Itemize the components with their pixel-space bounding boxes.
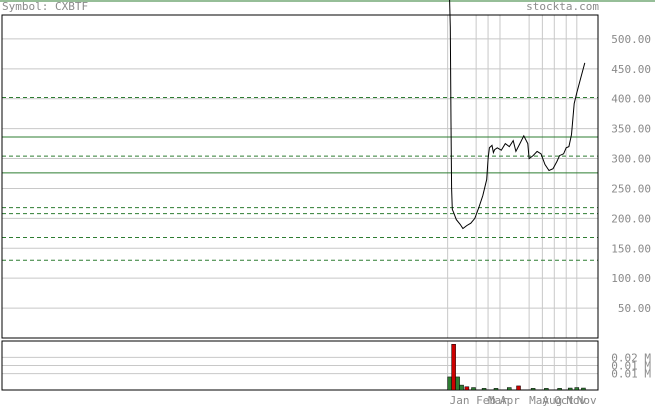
- volume-bar-2: [455, 376, 460, 391]
- price-tick-label-1: 100.00: [611, 272, 651, 285]
- price-line: [449, 0, 586, 230]
- volume-bar-4: [464, 386, 470, 391]
- volume-bar-8: [507, 387, 512, 391]
- x-tick-label-2: Mar: [488, 394, 508, 406]
- volume-bar-9: [516, 385, 521, 391]
- volume-y-axis: 0.02 M0.01 M0.01 M: [611, 351, 651, 380]
- volume-bar-12: [557, 388, 562, 391]
- volume-tick-label-1: 0.01 M: [611, 360, 651, 373]
- x-tick-label-7: Nov: [566, 394, 586, 406]
- volume-bar-6: [481, 388, 487, 391]
- x-tick-label-5: Aug: [542, 394, 562, 406]
- price-tick-label-0: 50.00: [618, 302, 651, 315]
- price-tick-label-7: 400.00: [611, 93, 651, 106]
- volume-bar-13: [567, 387, 573, 391]
- price-frame: [0, 0, 655, 339]
- x-tick-label-1: Feb: [476, 394, 496, 406]
- price-tick-label-3: 200.00: [611, 212, 651, 225]
- volume-bar-1: [451, 344, 456, 391]
- site-watermark: stockta.com: [526, 0, 599, 13]
- support-resistance-lines: [2, 97, 598, 261]
- x-tick-label-0: Jan: [450, 394, 470, 406]
- volume-frame: [1, 340, 599, 391]
- volume-bar-10: [530, 388, 536, 391]
- price-grid: [2, 15, 598, 338]
- x-tick-label-6: Oct: [554, 394, 574, 406]
- price-tick-label-9: 500.00: [611, 33, 651, 46]
- volume-bar-5: [471, 387, 476, 391]
- volume-tick-label-0: 0.02 M: [611, 351, 651, 364]
- price-series: [449, 0, 586, 230]
- x-tick-label-8: Nov: [577, 394, 597, 406]
- price-tick-label-5: 300.00: [611, 153, 651, 166]
- price-tick-label-2: 150.00: [611, 242, 651, 255]
- price-tick-label-8: 450.00: [611, 63, 651, 76]
- volume-bar-14: [574, 387, 580, 391]
- price-y-axis: 50.00 100.00 150.00 200.00 250.00 300.00 350.0…: [611, 33, 651, 315]
- volume-tick-label-2: 0.01 M: [611, 368, 651, 381]
- volume-grid: [2, 341, 598, 390]
- volume-bar-3: [459, 384, 464, 391]
- price-tick-label-4: 250.00: [611, 182, 651, 195]
- x-tick-label-3: Apr: [500, 394, 520, 406]
- volume-bar-0: [447, 376, 452, 391]
- price-panel-border: [1, 14, 599, 339]
- volume-bar-7: [493, 388, 499, 391]
- volume-bar-11: [544, 388, 549, 391]
- volume-panel-border: [1, 340, 599, 391]
- volume-bar-15: [581, 387, 586, 391]
- volume-bars: [447, 344, 586, 391]
- price-tick-label-6: 350.00: [611, 123, 651, 136]
- x-tick-label-4: May: [529, 394, 549, 406]
- symbol-label: Symbol: CXBTF: [2, 0, 89, 13]
